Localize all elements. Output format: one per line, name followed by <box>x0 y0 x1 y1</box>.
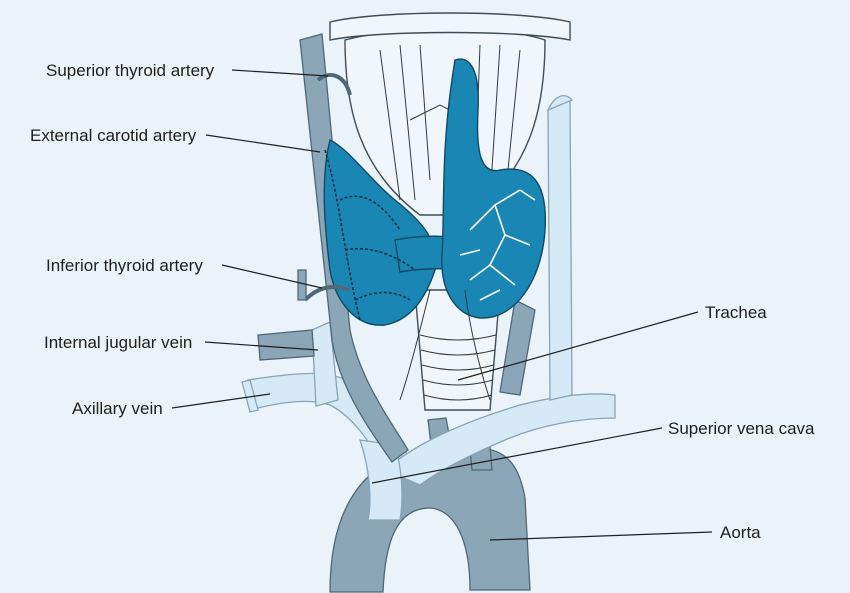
jugular-stub <box>258 330 314 360</box>
label-external-carotid-artery: External carotid artery <box>30 126 197 145</box>
label-inferior-thyroid-artery: Inferior thyroid artery <box>46 256 203 275</box>
vein-stem-right <box>548 100 572 400</box>
label-axillary-vein: Axillary vein <box>72 399 163 418</box>
illustration <box>242 13 615 592</box>
label-aorta: Aorta <box>720 523 761 542</box>
label-internal-jugular-vein: Internal jugular vein <box>44 333 192 352</box>
label-superior-vena-cava: Superior vena cava <box>668 419 815 438</box>
vertebral-stub <box>298 270 306 300</box>
label-trachea: Trachea <box>705 303 767 322</box>
common-carotid-right <box>500 300 535 395</box>
label-superior-thyroid-artery: Superior thyroid artery <box>46 61 215 80</box>
